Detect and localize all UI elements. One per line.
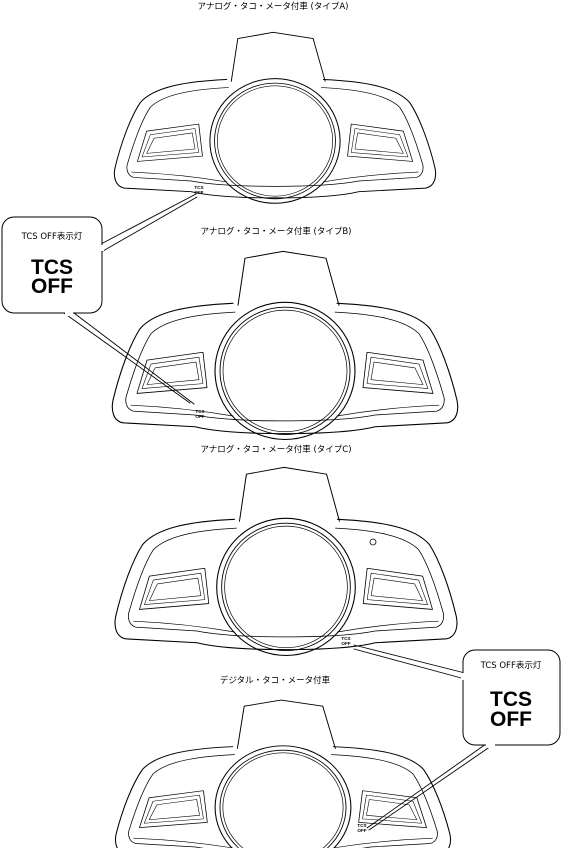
callout-label: TCS OFF表示灯 bbox=[480, 660, 542, 671]
svg-text:TCS: TCS bbox=[194, 185, 203, 190]
cluster-caption: アナログ・タコ・メータ付車 (タイプB) bbox=[201, 226, 352, 237]
instrument-cluster-outline bbox=[114, 466, 458, 657]
callout-leader-line bbox=[353, 644, 466, 680]
svg-text:OFF: OFF bbox=[357, 828, 366, 833]
callout-bubble bbox=[1, 216, 103, 314]
tcs-off-callout-right: TCS OFF表示灯 TCS OFF bbox=[353, 644, 561, 831]
svg-text:OFF: OFF bbox=[341, 641, 350, 646]
cluster-caption: アナログ・タコ・メータ付車 (タイプC) bbox=[200, 444, 351, 455]
svg-text:TCS: TCS bbox=[357, 823, 366, 828]
tcs-off-indicator: TCS OFF bbox=[341, 636, 350, 646]
tcs-off-indicator: TCS OFF bbox=[357, 823, 366, 833]
callout-bubble bbox=[462, 649, 561, 746]
instrument-cluster-outline bbox=[113, 31, 437, 204]
callout-indicator-line1: TCS bbox=[31, 256, 73, 279]
tcs-off-indicator: TCS OFF bbox=[194, 185, 203, 195]
cluster-type-a: アナログ・タコ・メータ付車 (タイプA) TCS OFF bbox=[113, 1, 437, 204]
svg-text:OFF: OFF bbox=[194, 190, 203, 195]
tcs-off-callout-left: TCS OFF表示灯 TCS OFF bbox=[1, 193, 198, 405]
callout-leader-line bbox=[100, 193, 198, 252]
tcs-off-indicator: TCS OFF bbox=[195, 409, 204, 419]
svg-text:OFF: OFF bbox=[195, 414, 204, 419]
callout-indicator-line2: OFF bbox=[490, 708, 532, 731]
callout-leader-line bbox=[366, 743, 495, 831]
cluster-caption: アナログ・タコ・メータ付車 (タイプA) bbox=[198, 1, 349, 12]
sensor-light-icon bbox=[369, 538, 377, 546]
callout-indicator-line1: TCS bbox=[490, 688, 532, 711]
instrument-cluster-outline bbox=[111, 250, 459, 441]
instrument-cluster-outline bbox=[114, 699, 452, 848]
cluster-type-c: アナログ・タコ・メータ付車 (タイプC) TCS OFF bbox=[114, 444, 458, 657]
callout-leader-line bbox=[63, 312, 195, 405]
cluster-caption: デジタル・タコ・メータ付車 bbox=[220, 675, 331, 686]
cluster-digital: デジタル・タコ・メータ付車 TCS OFF bbox=[114, 675, 452, 848]
svg-text:TCS: TCS bbox=[341, 636, 350, 641]
cluster-type-b: アナログ・タコ・メータ付車 (タイプB) TCS OFF bbox=[111, 226, 459, 441]
callout-indicator-line2: OFF bbox=[31, 275, 73, 298]
svg-text:TCS: TCS bbox=[195, 409, 204, 414]
callout-label: TCS OFF表示灯 bbox=[21, 231, 83, 242]
